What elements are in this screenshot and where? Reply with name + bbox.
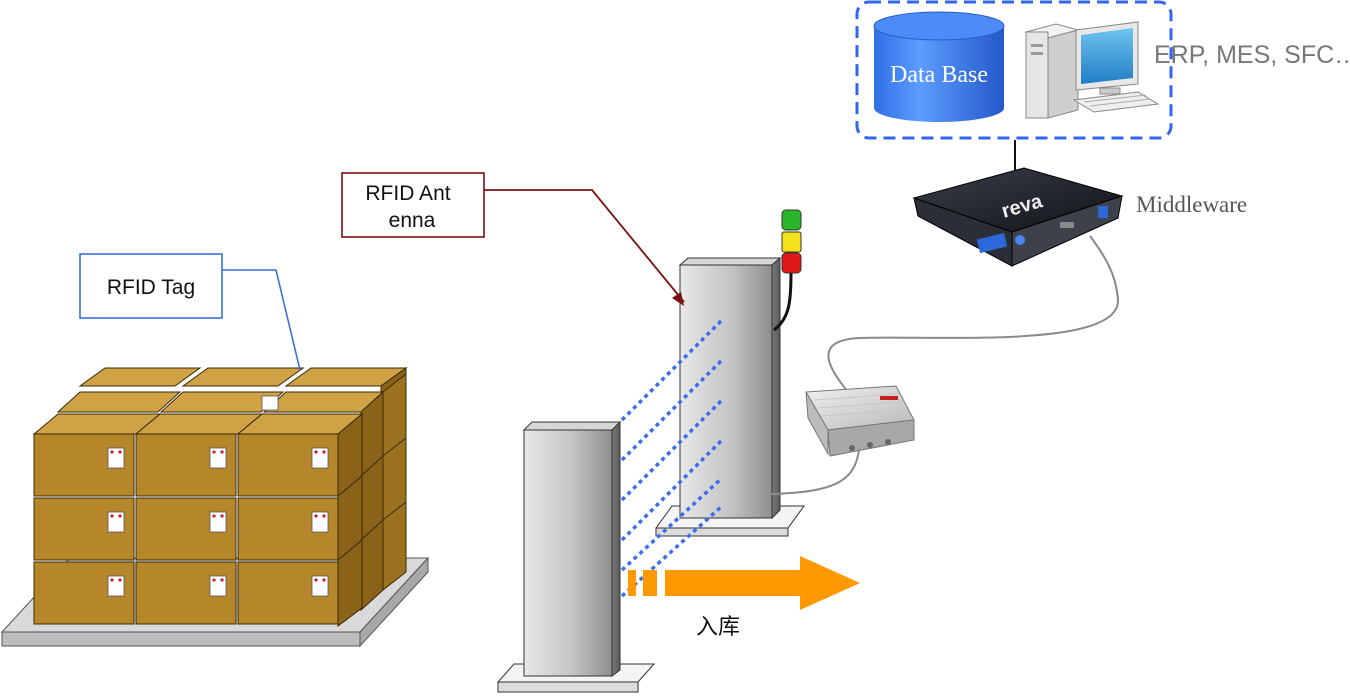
rf-wave-lines [620, 318, 724, 598]
rfid-tag-label: RFID Tag [107, 276, 195, 299]
pallet-with-boxes-icon [0, 367, 430, 648]
middleware-server-icon: reva [912, 167, 1124, 267]
rfid-antenna-label-line2: enna [389, 209, 436, 232]
middleware-label: Middleware [1136, 192, 1247, 217]
inbound-label: 入库 [696, 614, 740, 639]
signal-tower-light-icon [773, 209, 802, 332]
desktop-computer-icon [1024, 21, 1160, 119]
rfid-reader-icon [805, 385, 915, 457]
rfid-antenna-label-line1: RFID Ant [365, 182, 450, 205]
inbound-arrow-icon [628, 556, 860, 610]
enterprise-systems-label: ERP, MES, SFC… [1154, 41, 1350, 69]
rfid-antenna-callout: RFID Ant enna [341, 172, 685, 306]
rfid-portal-icon [496, 256, 805, 693]
database-cylinder-icon: Data Base [873, 11, 1005, 122]
enterprise-systems-frame [855, 0, 1173, 140]
rfid-tag-callout: RFID Tag [79, 253, 301, 371]
database-label: Data Base [890, 62, 988, 88]
